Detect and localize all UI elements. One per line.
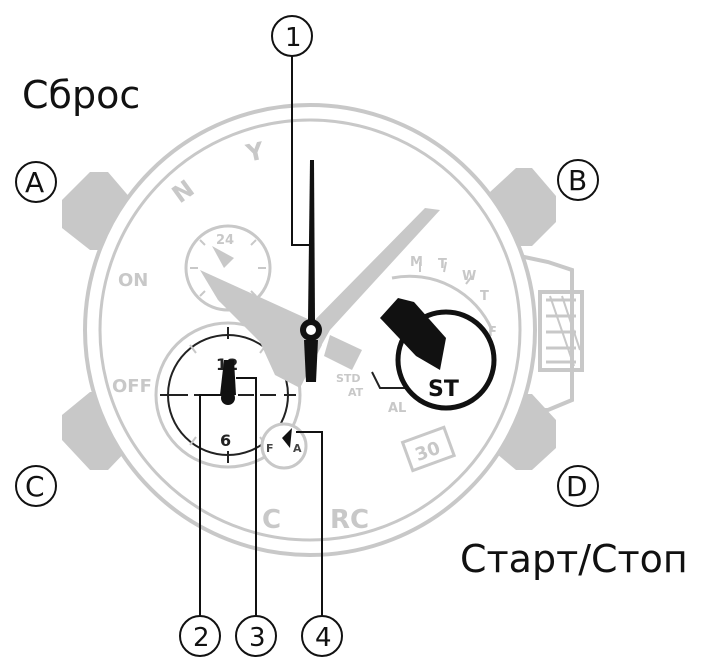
function-subdial: F A	[262, 424, 306, 468]
subdial-24h-top: 24	[216, 233, 234, 248]
button-c-label: C	[16, 466, 56, 506]
button-d-label: D	[558, 466, 598, 506]
svg-text:A: A	[25, 166, 44, 199]
chrono-bottom-label: 6	[220, 431, 231, 450]
svg-text:B: B	[568, 164, 587, 197]
svg-text:4: 4	[315, 623, 332, 653]
mode-label-std: STD	[336, 372, 361, 385]
mode-label-al: AL	[388, 401, 406, 416]
dial-label-off: OFF	[112, 376, 152, 397]
svg-text:D: D	[566, 470, 588, 503]
svg-text:1: 1	[285, 23, 302, 53]
start-stop-label: Старт/Стоп	[460, 537, 688, 581]
svg-text:C: C	[25, 470, 45, 503]
mode-st: ST	[428, 377, 459, 402]
callout-1: 1	[272, 16, 312, 56]
mode-label-at: AT	[348, 386, 364, 399]
callout-4: 4	[302, 616, 342, 656]
dial-label-rc: RC	[330, 505, 369, 535]
function-f: F	[266, 442, 274, 455]
dial-label-on: ON	[118, 270, 148, 291]
reset-label: Сброс	[22, 73, 140, 117]
weekday-t2: T	[480, 289, 489, 304]
dial-label-c: C	[262, 505, 281, 535]
callout-2: 2	[180, 616, 220, 656]
button-a-label: A	[16, 162, 56, 202]
callout-3: 3	[236, 616, 276, 656]
weekday-w: W	[462, 269, 476, 284]
function-a: A	[293, 442, 302, 455]
button-b-label: B	[558, 160, 598, 200]
svg-text:3: 3	[249, 623, 266, 653]
svg-text:2: 2	[193, 623, 210, 653]
